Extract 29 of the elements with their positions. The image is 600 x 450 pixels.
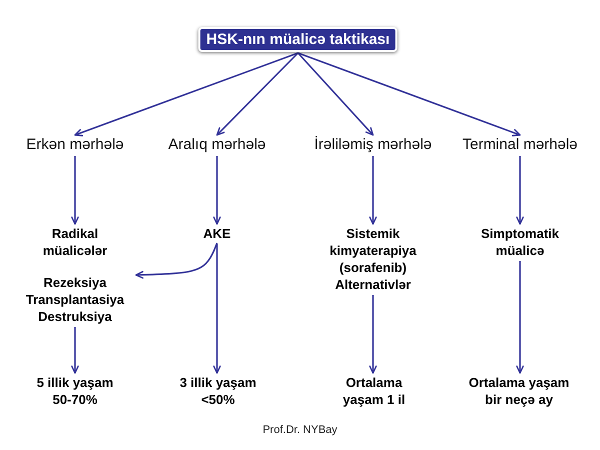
author-credit: Prof.Dr. NYBay — [262, 424, 338, 437]
arrow — [516, 156, 524, 225]
survival-label: 3 illik yaşam <50% — [173, 374, 263, 408]
title-text: HSK-nın müalicə taktikası — [206, 30, 390, 49]
arrow — [369, 156, 377, 225]
arrow — [216, 52, 299, 136]
arrow — [297, 52, 374, 136]
arrow — [71, 327, 79, 374]
arrow — [74, 52, 298, 136]
stage-label: Aralıq mərhələ — [168, 136, 266, 154]
treatment-label: Rezeksiya Transplantasiya Destruksiya — [16, 274, 134, 325]
treatment-label: AKE — [203, 225, 231, 242]
arrow — [298, 52, 521, 136]
treatment-label: Sistemik kimyaterapiya (sorafenib) Alternativlər — [313, 225, 433, 293]
arrow — [369, 295, 377, 374]
title-box — [198, 27, 398, 52]
survival-label: Ortalama yaşam bir neçə ay — [461, 374, 577, 408]
treatment-label: Radikal müalicələr — [28, 225, 122, 259]
survival-label: Ortalama yaşam 1 il — [333, 374, 415, 408]
arrow — [213, 156, 221, 225]
stage-label: Terminal mərhələ — [462, 136, 578, 154]
survival-label: 5 illik yaşam 50-70% — [30, 374, 120, 408]
arrow — [516, 261, 524, 374]
stage-label: Erkən mərhələ — [26, 136, 124, 154]
arrow — [213, 244, 221, 374]
stage-label: İrəliləmiş mərhələ — [314, 136, 432, 154]
treatment-label: Simptomatik müalicə — [464, 225, 576, 259]
arrow — [71, 156, 79, 225]
arrow — [135, 242, 218, 279]
